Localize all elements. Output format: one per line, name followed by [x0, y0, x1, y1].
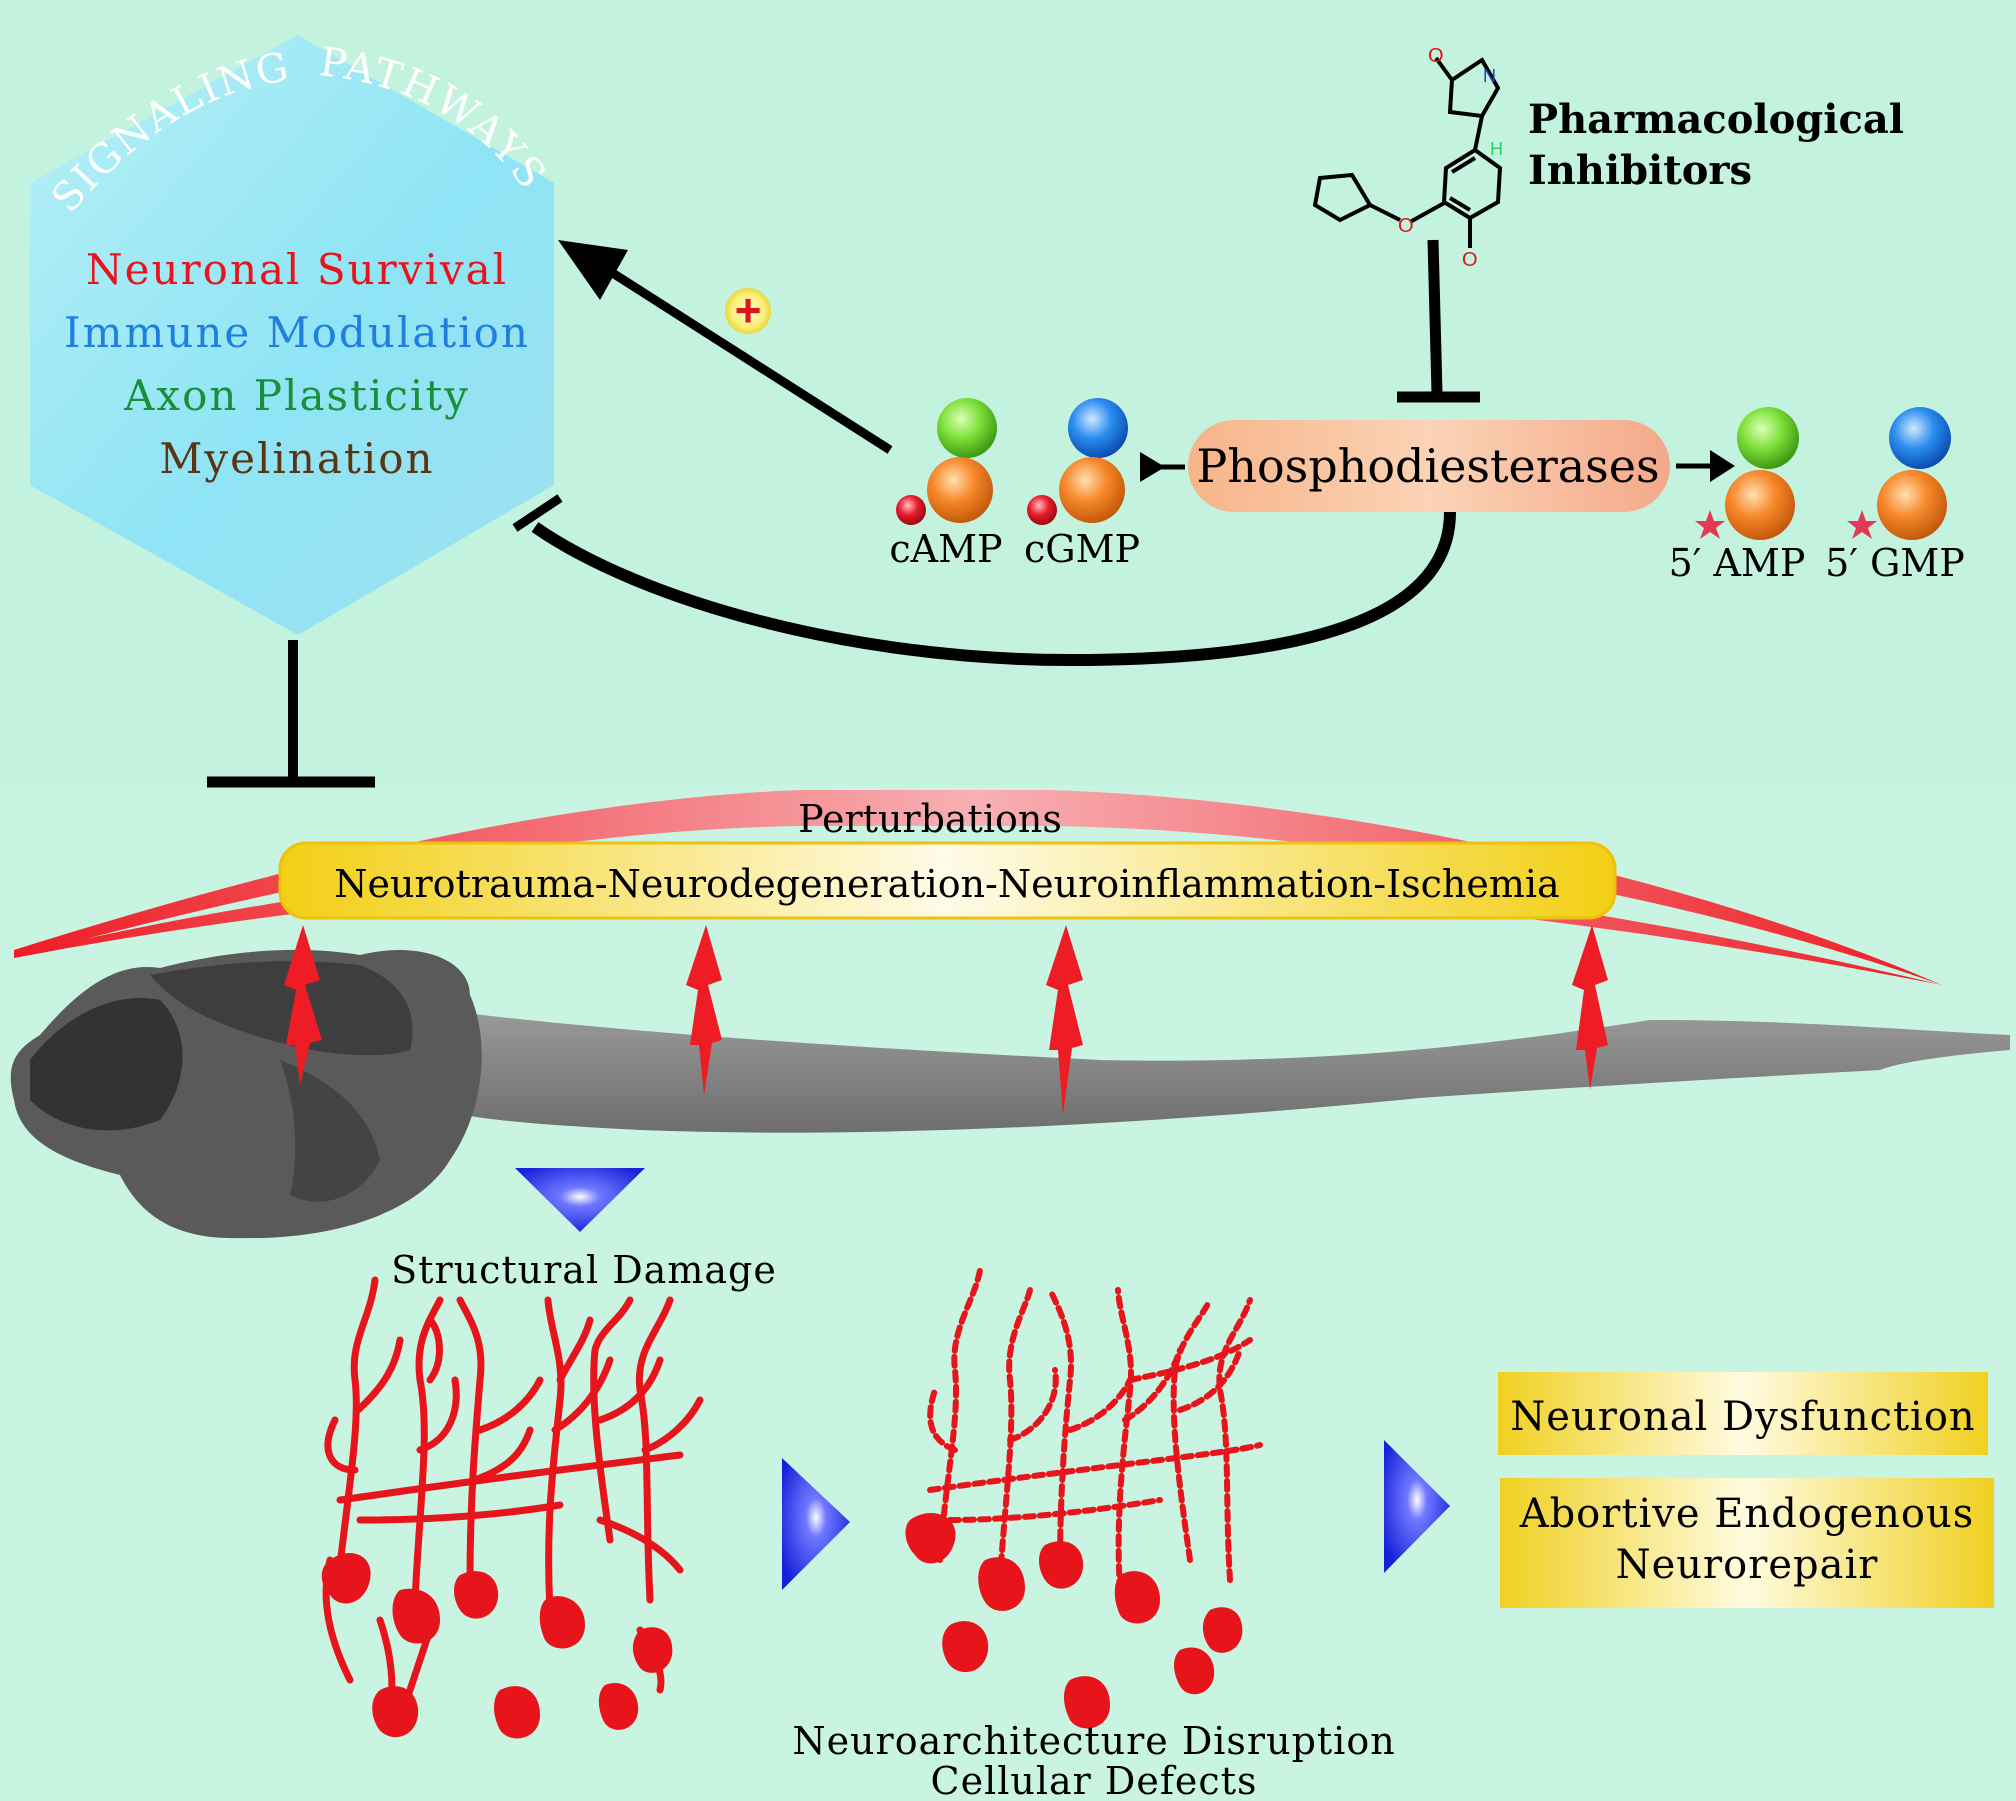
cgmp-molecule: cGMP	[1024, 398, 1140, 571]
lightning-bolt-1	[284, 925, 322, 1085]
plus-badge: +	[725, 284, 771, 336]
inhibitor-structure	[1312, 56, 1503, 248]
activation-arrow	[558, 240, 893, 454]
inhibitors-label-line2: Inhibitors	[1528, 147, 1752, 194]
amp-label: 5′ AMP	[1669, 541, 1806, 585]
atom-o-carbonyl: O	[1428, 45, 1444, 67]
outcome-abortive-neurorepair: Abortive Endogenous Neurorepair	[1500, 1478, 1994, 1608]
signaling-item-immune-modulation: Immune Modulation	[64, 308, 530, 357]
atom-o-ether: O	[1398, 215, 1414, 237]
outcome-box1-label: Neuronal Dysfunction	[1510, 1394, 1975, 1440]
cgmp-label: cGMP	[1024, 527, 1140, 571]
right-arrow-2	[1384, 1440, 1450, 1573]
enzyme-label: Phosphodiesterases	[1196, 439, 1659, 493]
perturbations-title: Perturbations	[798, 797, 1062, 841]
signaling-item-myelination: Myelination	[159, 434, 434, 483]
atom-h: H	[1490, 139, 1503, 159]
plus-icon: +	[735, 284, 762, 336]
conditions-box: Neurotrauma-Neurodegeneration-Neuroinfla…	[278, 841, 1617, 920]
atom-n: N	[1483, 66, 1496, 86]
camp-label: cAMP	[889, 527, 1002, 571]
gmp-molecule: 5′ GMP	[1825, 407, 1965, 585]
disrupted-neuron-bodies	[905, 1512, 1243, 1729]
outcome-neuronal-dysfunction: Neuronal Dysfunction	[1498, 1372, 1988, 1455]
gmp-label: 5′ GMP	[1825, 541, 1965, 585]
disruption-label-line1: Neuroarchitecture Disruption	[792, 1719, 1395, 1763]
conditions-label: Neurotrauma-Neurodegeneration-Neuroinfla…	[334, 862, 1559, 906]
amp-molecule: 5′ AMP	[1669, 407, 1806, 585]
camp-molecule: cAMP	[889, 398, 1003, 571]
disruption-label-line2: Cellular Defects	[931, 1759, 1258, 1801]
inhibitor-atom-labels: O N H O O	[1398, 45, 1503, 271]
substrate-arrow	[1140, 452, 1185, 482]
signaling-item-neuronal-survival: Neuronal Survival	[86, 245, 508, 294]
signaling-pathways-hexagon: SIGNALING PATHWAYS Neuronal Survival Imm…	[30, 35, 554, 635]
outcome-box2-line2: Neurorepair	[1616, 1542, 1879, 1588]
healthy-neuron-bodies	[321, 1552, 673, 1739]
brain	[10, 949, 482, 1239]
spinal-cord	[440, 1010, 2010, 1133]
disrupted-neurons	[927, 1267, 1263, 1593]
signaling-item-axon-plasticity: Axon Plasticity	[123, 371, 470, 420]
hexagon-inhibition-bar	[207, 640, 375, 788]
pde-inhibition-curve	[512, 494, 1456, 667]
outcome-box2-line1: Abortive Endogenous	[1519, 1491, 1975, 1537]
lightning-bolts	[284, 925, 1608, 1115]
phosphodiesterases-box: Phosphodiesterases	[1188, 420, 1670, 512]
product-arrow	[1676, 450, 1735, 482]
down-arrow	[515, 1168, 645, 1232]
atom-o-methoxy: O	[1462, 249, 1478, 271]
inhibitor-bar	[1397, 239, 1480, 403]
inhibitors-label-line1: Pharmacological	[1528, 96, 1904, 143]
right-arrow-1	[782, 1458, 850, 1590]
structural-damage-label: Structural Damage	[391, 1248, 777, 1292]
